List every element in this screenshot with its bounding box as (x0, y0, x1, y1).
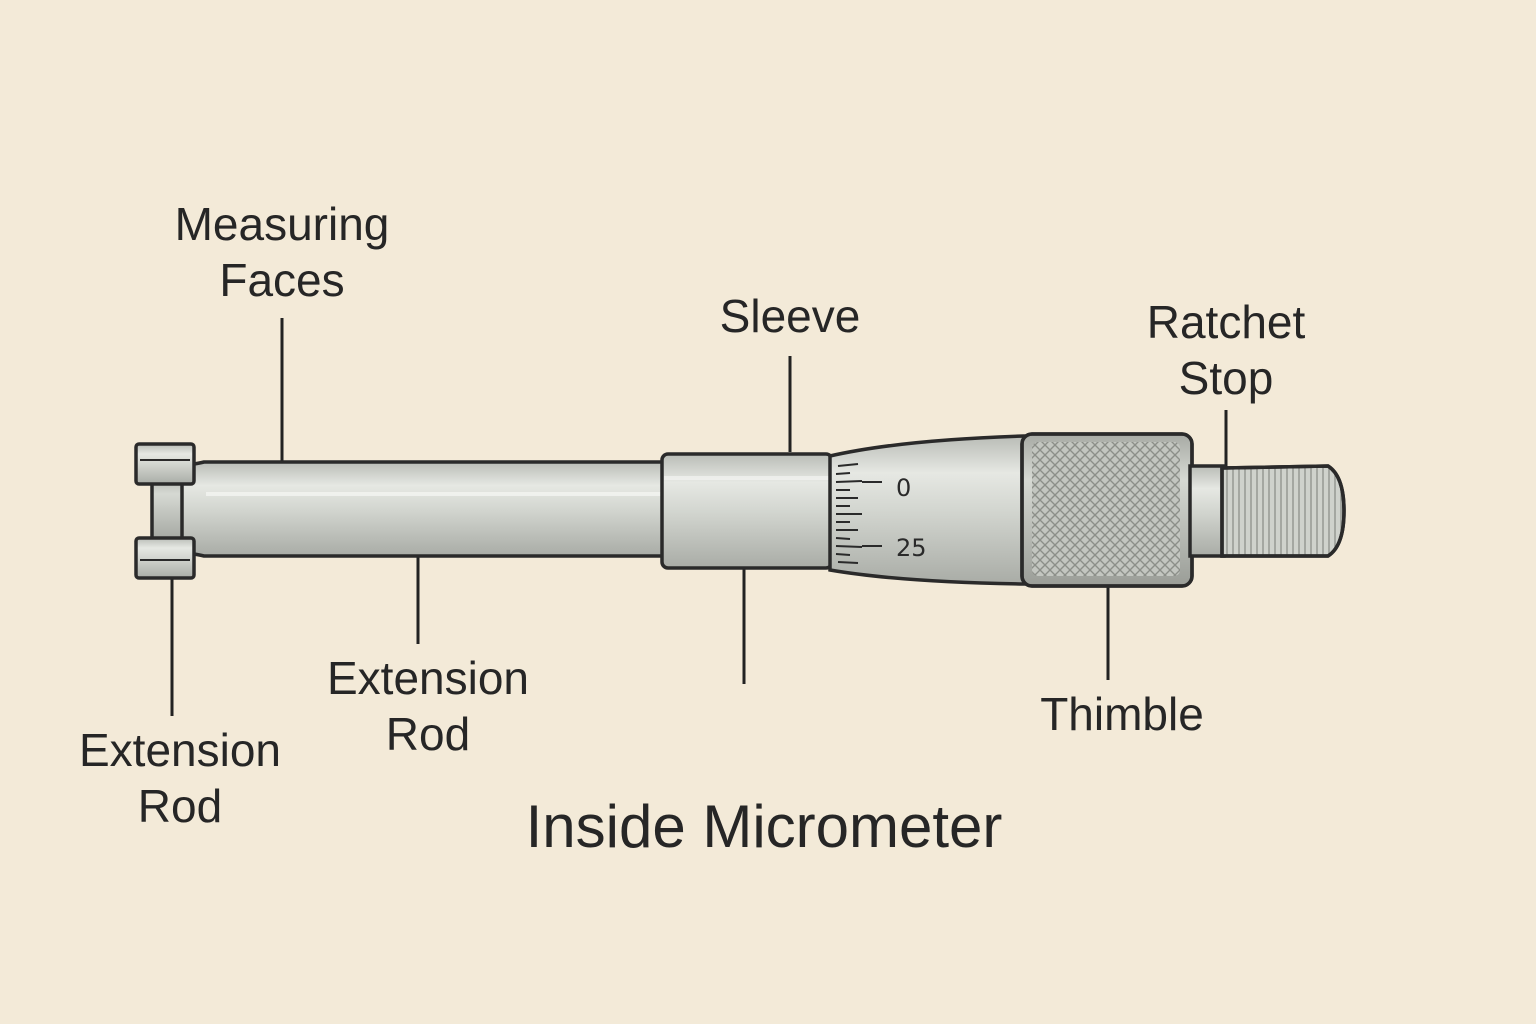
scale-twenty-five: 25 (896, 534, 927, 562)
label-extension-rod-left: Extension Rod (78, 724, 282, 832)
thimble (1020, 432, 1194, 588)
thimble-scale (828, 434, 1026, 586)
label-sleeve: Sleeve (719, 290, 861, 342)
scale-zero: 0 (896, 474, 911, 502)
label-extension-rod-center: Extension Rod (326, 652, 530, 760)
label-thimble: Thimble (1040, 688, 1204, 740)
extension-rod (178, 460, 666, 558)
measuring-faces (134, 442, 196, 580)
ratchet-stop (1220, 464, 1346, 558)
ratchet-neck (1188, 464, 1226, 558)
sleeve (660, 452, 834, 570)
label-ratchet-stop: Ratchet Stop (1146, 296, 1306, 404)
label-measuring-faces: Measuring Faces (174, 198, 390, 306)
diagram-title: Inside Micrometer (525, 793, 1003, 860)
